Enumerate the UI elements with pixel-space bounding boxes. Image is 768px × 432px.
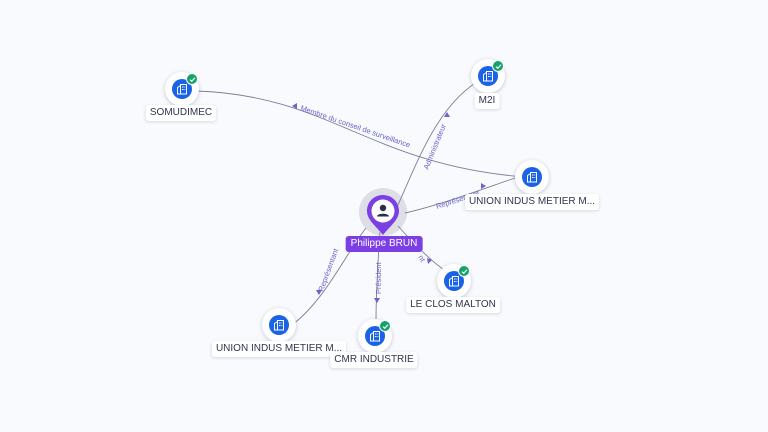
company-label-union2[interactable]: UNION INDUS METIER M...	[211, 341, 347, 357]
company-label-m2i[interactable]: M2I	[474, 93, 500, 109]
edge-somudimec-union1	[195, 90, 526, 178]
person-name-label[interactable]: Philippe BRUN	[345, 236, 423, 252]
edge-label-somudimec: Membre du conseil de surveillance	[299, 103, 411, 149]
edge-arrow	[316, 290, 322, 295]
person-pin-icon	[367, 195, 399, 235]
building-icon	[483, 71, 493, 82]
company-node-m2i[interactable]	[471, 59, 505, 93]
company-label-leclos[interactable]: LE CLOS MALTON	[406, 297, 500, 313]
verified-check-icon	[458, 265, 470, 277]
company-node-union2[interactable]	[262, 308, 296, 342]
verified-check-icon	[379, 320, 391, 332]
edge-label-union2: Représentant	[316, 246, 340, 292]
building-icon	[527, 172, 537, 183]
building-icon	[177, 84, 187, 95]
company-node-cmr[interactable]	[358, 319, 392, 353]
company-node-leclos[interactable]	[437, 264, 471, 298]
edge-person-m2i	[397, 77, 485, 206]
company-label-union1[interactable]: UNION INDUS METIER M...	[464, 194, 600, 210]
edge-arrow	[292, 103, 297, 109]
company-label-cmr[interactable]: CMR INDUSTRIE	[330, 352, 418, 368]
edge-arrow	[444, 112, 450, 117]
company-label-somudimec[interactable]: SOMUDIMEC	[145, 105, 217, 121]
verified-check-icon	[492, 60, 504, 72]
company-node-union1[interactable]	[515, 160, 549, 194]
verified-check-icon	[186, 73, 198, 85]
edge-arrow	[374, 298, 380, 303]
company-node-somudimec[interactable]	[165, 72, 199, 106]
edge-arrow	[427, 258, 432, 264]
building-icon	[274, 320, 284, 331]
edge-person-union1	[404, 177, 516, 214]
edge-arrow	[481, 183, 486, 189]
edge-label-cmr: Président	[374, 261, 383, 294]
edge-label-leclos: nt	[416, 254, 427, 265]
building-icon	[370, 331, 380, 342]
building-icon	[449, 276, 459, 287]
